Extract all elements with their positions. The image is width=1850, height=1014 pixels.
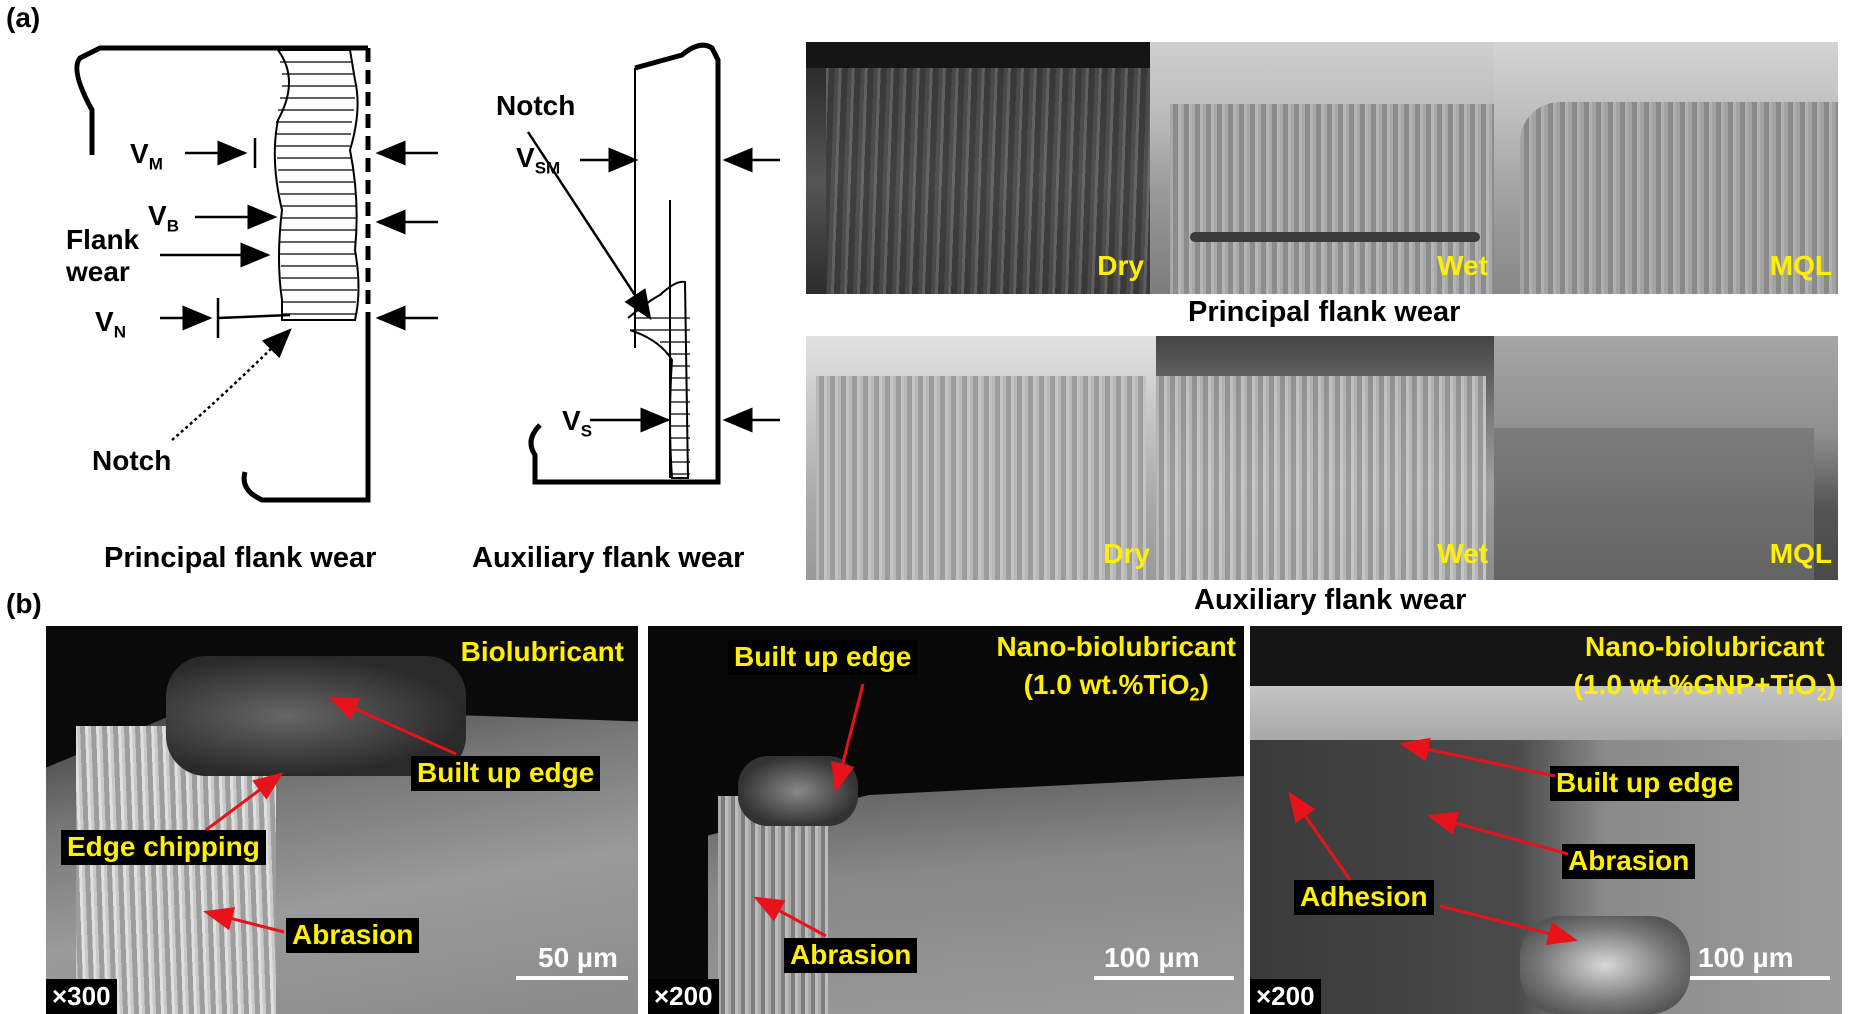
sem-nano-gnp-tio2-abrasion-label: Abrasion [1562, 844, 1696, 879]
sem-auxiliary-dry-label: Dry [1103, 538, 1150, 569]
sem-auxiliary-dry: Dry [806, 336, 1156, 580]
sem-nano-gnp-tio2-adhesion-label: Adhesion [1294, 880, 1434, 915]
sem-nano-tio2-title: Nano-biolubricant (1.0 wt.%TiO2) [996, 631, 1236, 705]
sem-biolubricant-chipping-label: Edge chipping [61, 830, 266, 865]
sem-principal-dry: Dry [806, 42, 1150, 294]
vsm-label: VSM [516, 142, 561, 178]
sem-nano-tio2-magnification: ×200 [648, 979, 719, 1014]
sem-principal-wet-label: Wet [1437, 250, 1488, 281]
principal-tool-outline [74, 45, 371, 503]
sem-principal-mql-label: MQL [1769, 250, 1832, 281]
sem-nano-gnp-tio2-scale-bar [1690, 976, 1830, 980]
auxiliary-notch-label: Notch [496, 90, 576, 121]
sem-nano-gnp-tio2-bue-label: Built up edge [1550, 766, 1740, 801]
sem-auxiliary-mql: MQL [1494, 336, 1838, 580]
sem-auxiliary-mql-label: MQL [1769, 538, 1832, 569]
sem-principal-wet: Wet [1150, 42, 1494, 294]
sem-auxiliary-caption: Auxiliary flank wear [1194, 584, 1467, 616]
sem-nano-tio2-bue-label: Built up edge [728, 640, 918, 675]
vm-label: VM [130, 138, 163, 174]
sem-nano-tio2-scale-bar [1094, 976, 1234, 980]
sem-auxiliary-wet: Wet [1156, 336, 1494, 580]
sem-nano-gnp-tio2: Nano-biolubricant (1.0 wt.%GNP+TiO2) Bui… [1250, 626, 1842, 1014]
sem-principal-caption: Principal flank wear [1188, 296, 1461, 328]
sem-nano-tio2-arrows [753, 683, 865, 938]
sem-nano-tio2-scale-text: 100 µm [1104, 942, 1200, 973]
sem-biolubricant-abrasion-label: Abrasion [286, 918, 420, 953]
sem-principal-dry-label: Dry [1097, 250, 1144, 281]
sem-nano-gnp-tio2-magnification: ×200 [1250, 979, 1321, 1014]
wear-schematic-diagrams [74, 42, 780, 503]
sem-biolubricant-title: Biolubricant [460, 636, 624, 667]
principal-wear-land [273, 49, 360, 321]
sem-biolubricant-scale-bar [516, 976, 628, 980]
principal-notch-label: Notch [92, 445, 172, 476]
panel-a-letter: (a) [6, 2, 41, 33]
sem-nano-tio2-abrasion-label: Abrasion [784, 938, 918, 973]
auxiliary-arrows [526, 131, 780, 433]
sem-biolubricant: Biolubricant Built up edge Edge chipping… [46, 626, 638, 1014]
auxiliary-tool-outline [528, 42, 721, 485]
sem-biolubricant-scale-text: 50 µm [538, 942, 618, 973]
sem-biolubricant-arrows [203, 696, 457, 934]
principal-arrows [160, 138, 438, 441]
sem-biolubricant-magnification: ×300 [46, 979, 117, 1014]
auxiliary-guide-lines [627, 68, 690, 479]
vn-label: VN [95, 306, 126, 342]
panel-b-letter: (b) [6, 588, 42, 619]
auxiliary-hatching [632, 317, 690, 475]
sem-nano-gnp-tio2-scale-text: 100 µm [1698, 942, 1794, 973]
sem-nano-gnp-tio2-title: Nano-biolubricant (1.0 wt.%GNP+TiO2) [1573, 631, 1836, 705]
sem-nano-gnp-tio2-arrows [1288, 737, 1578, 946]
vs-label: VS [562, 405, 593, 441]
sem-nano-tio2: Nano-biolubricant (1.0 wt.%TiO2) Built u… [648, 626, 1244, 1014]
sem-auxiliary-wet-label: Wet [1437, 538, 1488, 569]
sem-principal-mql: MQL [1494, 42, 1838, 294]
auxiliary-diagram-caption: Auxiliary flank wear [472, 542, 745, 574]
principal-hatching [276, 61, 357, 315]
sem-biolubricant-bue-label: Built up edge [411, 756, 601, 791]
principal-diagram-caption: Principal flank wear [104, 542, 377, 574]
vb-label: VB [148, 200, 179, 236]
